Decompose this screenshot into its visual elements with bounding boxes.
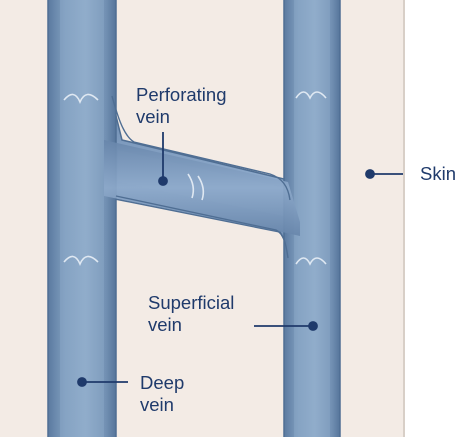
deep-vein bbox=[47, 0, 117, 437]
skin-label: Skin bbox=[420, 163, 456, 184]
deep-vein-lumen bbox=[60, 0, 104, 437]
perforating-valve bbox=[187, 173, 205, 201]
superficial-vein-valves bbox=[295, 91, 327, 266]
deep-vein-label-line1: Deep bbox=[140, 372, 185, 393]
perforating-joint-edge-top bbox=[111, 95, 291, 201]
perforating-joint bbox=[104, 140, 300, 236]
perforating-vein-label-line2: vein bbox=[136, 106, 170, 127]
deep-vein-label: Deep vein bbox=[140, 372, 184, 416]
superficial-pointer-dot bbox=[308, 321, 318, 331]
valve bbox=[63, 255, 99, 267]
deep-vein-valves bbox=[63, 93, 99, 267]
skin-pointer-dot bbox=[365, 169, 375, 179]
perforating-vein-label-line1: Perforating bbox=[136, 84, 227, 105]
deep-vein-label-line2: vein bbox=[140, 394, 174, 415]
deep-pointer-dot bbox=[77, 377, 87, 387]
superficial-vein-label: Superficial vein bbox=[148, 292, 234, 336]
valve bbox=[63, 93, 99, 105]
superficial-vein-lumen bbox=[294, 0, 330, 437]
superficial-vein-label-line1: Superficial bbox=[148, 292, 235, 313]
valve bbox=[295, 257, 327, 266]
perforating-pointer-dot bbox=[158, 176, 168, 186]
perforating-vein-label: Perforating vein bbox=[136, 84, 227, 128]
valve bbox=[295, 91, 327, 100]
pointers bbox=[77, 132, 403, 387]
perforating-joint-edge-bottom bbox=[115, 195, 289, 259]
superficial-vein-label-line2: vein bbox=[148, 314, 182, 335]
